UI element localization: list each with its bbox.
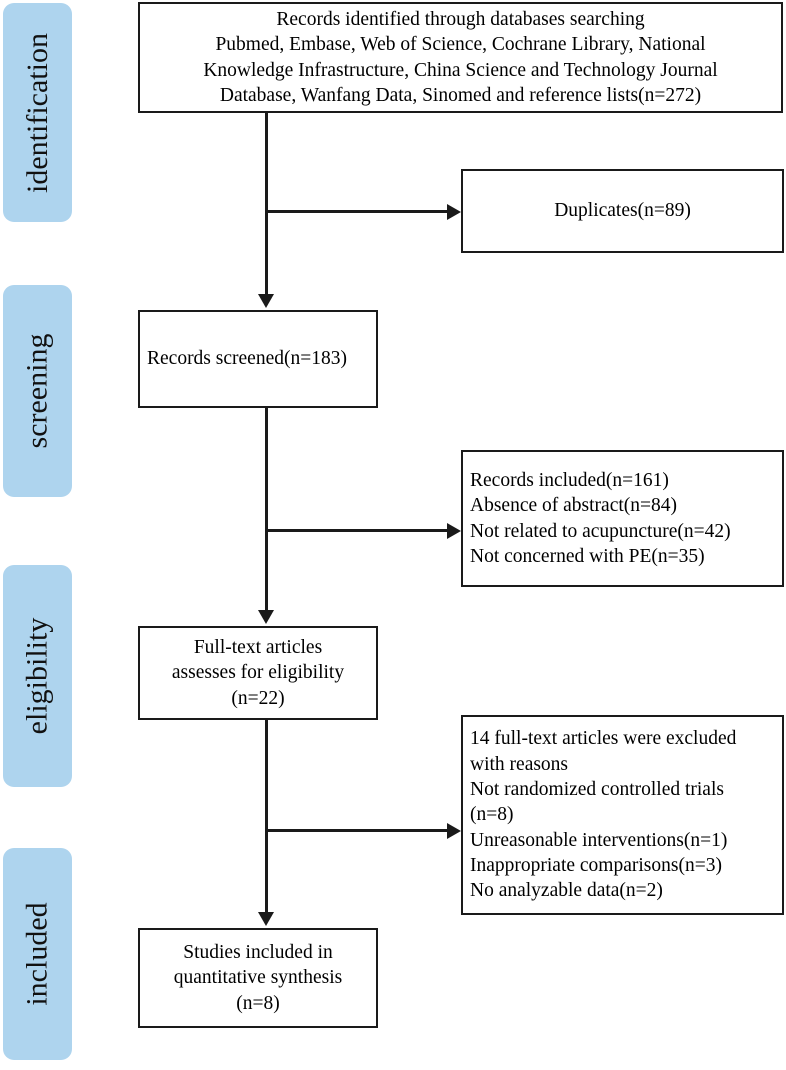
arrowhead-into-full-text-assessed (258, 610, 274, 624)
full-text-excluded-line-4: (n=8) (470, 804, 514, 826)
arrowhead-into-full-text-excluded (447, 823, 461, 839)
stage-label-eligibility: eligibility (20, 617, 54, 735)
connector-to-full-text-excluded (265, 829, 449, 832)
studies-included-line-1: Studies included in (183, 941, 333, 963)
duplicates-line-1: Duplicates(n=89) (554, 200, 691, 222)
full-text-assessed-line-2: assesses for eligibility (171, 662, 345, 684)
box-full-text-articles-assessed: Full-text articles assesses for eligibil… (138, 626, 378, 720)
full-text-assessed-line-3: (n=22) (231, 687, 285, 709)
stage-bar-eligibility: eligibility (3, 565, 72, 787)
box-records-excluded-at-screening: Records included(n=161) Absence of abstr… (461, 450, 784, 587)
connector-identified-to-screened (265, 113, 268, 297)
studies-included-line-3: (n=8) (236, 992, 280, 1014)
records-excluded-line-4: Not concerned with PE(n=35) (470, 545, 705, 567)
arrowhead-into-records-screened (258, 294, 274, 308)
box-records-identified: Records identified through databases sea… (138, 2, 783, 113)
arrowhead-into-records-excluded (447, 523, 461, 539)
full-text-excluded-line-5: Unreasonable interventions(n=1) (470, 829, 728, 851)
records-identified-line-4: Database, Wanfang Data, Sinomed and refe… (219, 84, 702, 106)
stage-label-screening: screening (20, 333, 54, 449)
box-full-text-articles-excluded: 14 full-text articles were excluded with… (461, 715, 784, 915)
records-identified-line-2: Pubmed, Embase, Web of Science, Cochrane… (215, 34, 706, 56)
stage-bar-screening: screening (3, 285, 72, 497)
records-screened-line-1: Records screened(n=183) (147, 348, 347, 370)
full-text-excluded-line-6: Inappropriate comparisons(n=3) (470, 855, 722, 877)
stage-label-included: included (20, 902, 54, 1006)
box-studies-included: Studies included in quantitative synthes… (138, 928, 378, 1028)
connector-to-records-excluded (265, 529, 449, 532)
records-excluded-line-2: Absence of abstract(n=84) (470, 495, 677, 517)
records-identified-line-1: Records identified through databases sea… (276, 8, 645, 30)
connector-to-duplicates (265, 210, 449, 213)
full-text-excluded-line-1: 14 full-text articles were excluded (470, 728, 737, 750)
full-text-excluded-line-2: with reasons (470, 753, 569, 775)
records-identified-line-3: Knowledge Infrastructure, China Science … (203, 59, 718, 81)
connector-full-text-to-studies-included (265, 720, 268, 915)
stage-bar-identification: identification (3, 3, 72, 222)
stage-label-identification: identification (20, 32, 54, 193)
full-text-excluded-line-7: No analyzable data(n=2) (470, 880, 663, 902)
connector-screened-to-full-text (265, 408, 268, 613)
arrowhead-into-duplicates (447, 204, 461, 220)
arrowhead-into-studies-included (258, 912, 274, 926)
studies-included-line-2: quantitative synthesis (173, 967, 343, 989)
full-text-assessed-line-1: Full-text articles (193, 636, 323, 658)
records-excluded-line-3: Not related to acupuncture(n=42) (470, 520, 731, 542)
box-duplicates: Duplicates(n=89) (461, 169, 784, 253)
box-records-screened: Records screened(n=183) (138, 310, 378, 408)
stage-bar-included: included (3, 848, 72, 1060)
full-text-excluded-line-3: Not randomized controlled trials (470, 778, 724, 800)
records-excluded-line-1: Records included(n=161) (470, 469, 669, 491)
